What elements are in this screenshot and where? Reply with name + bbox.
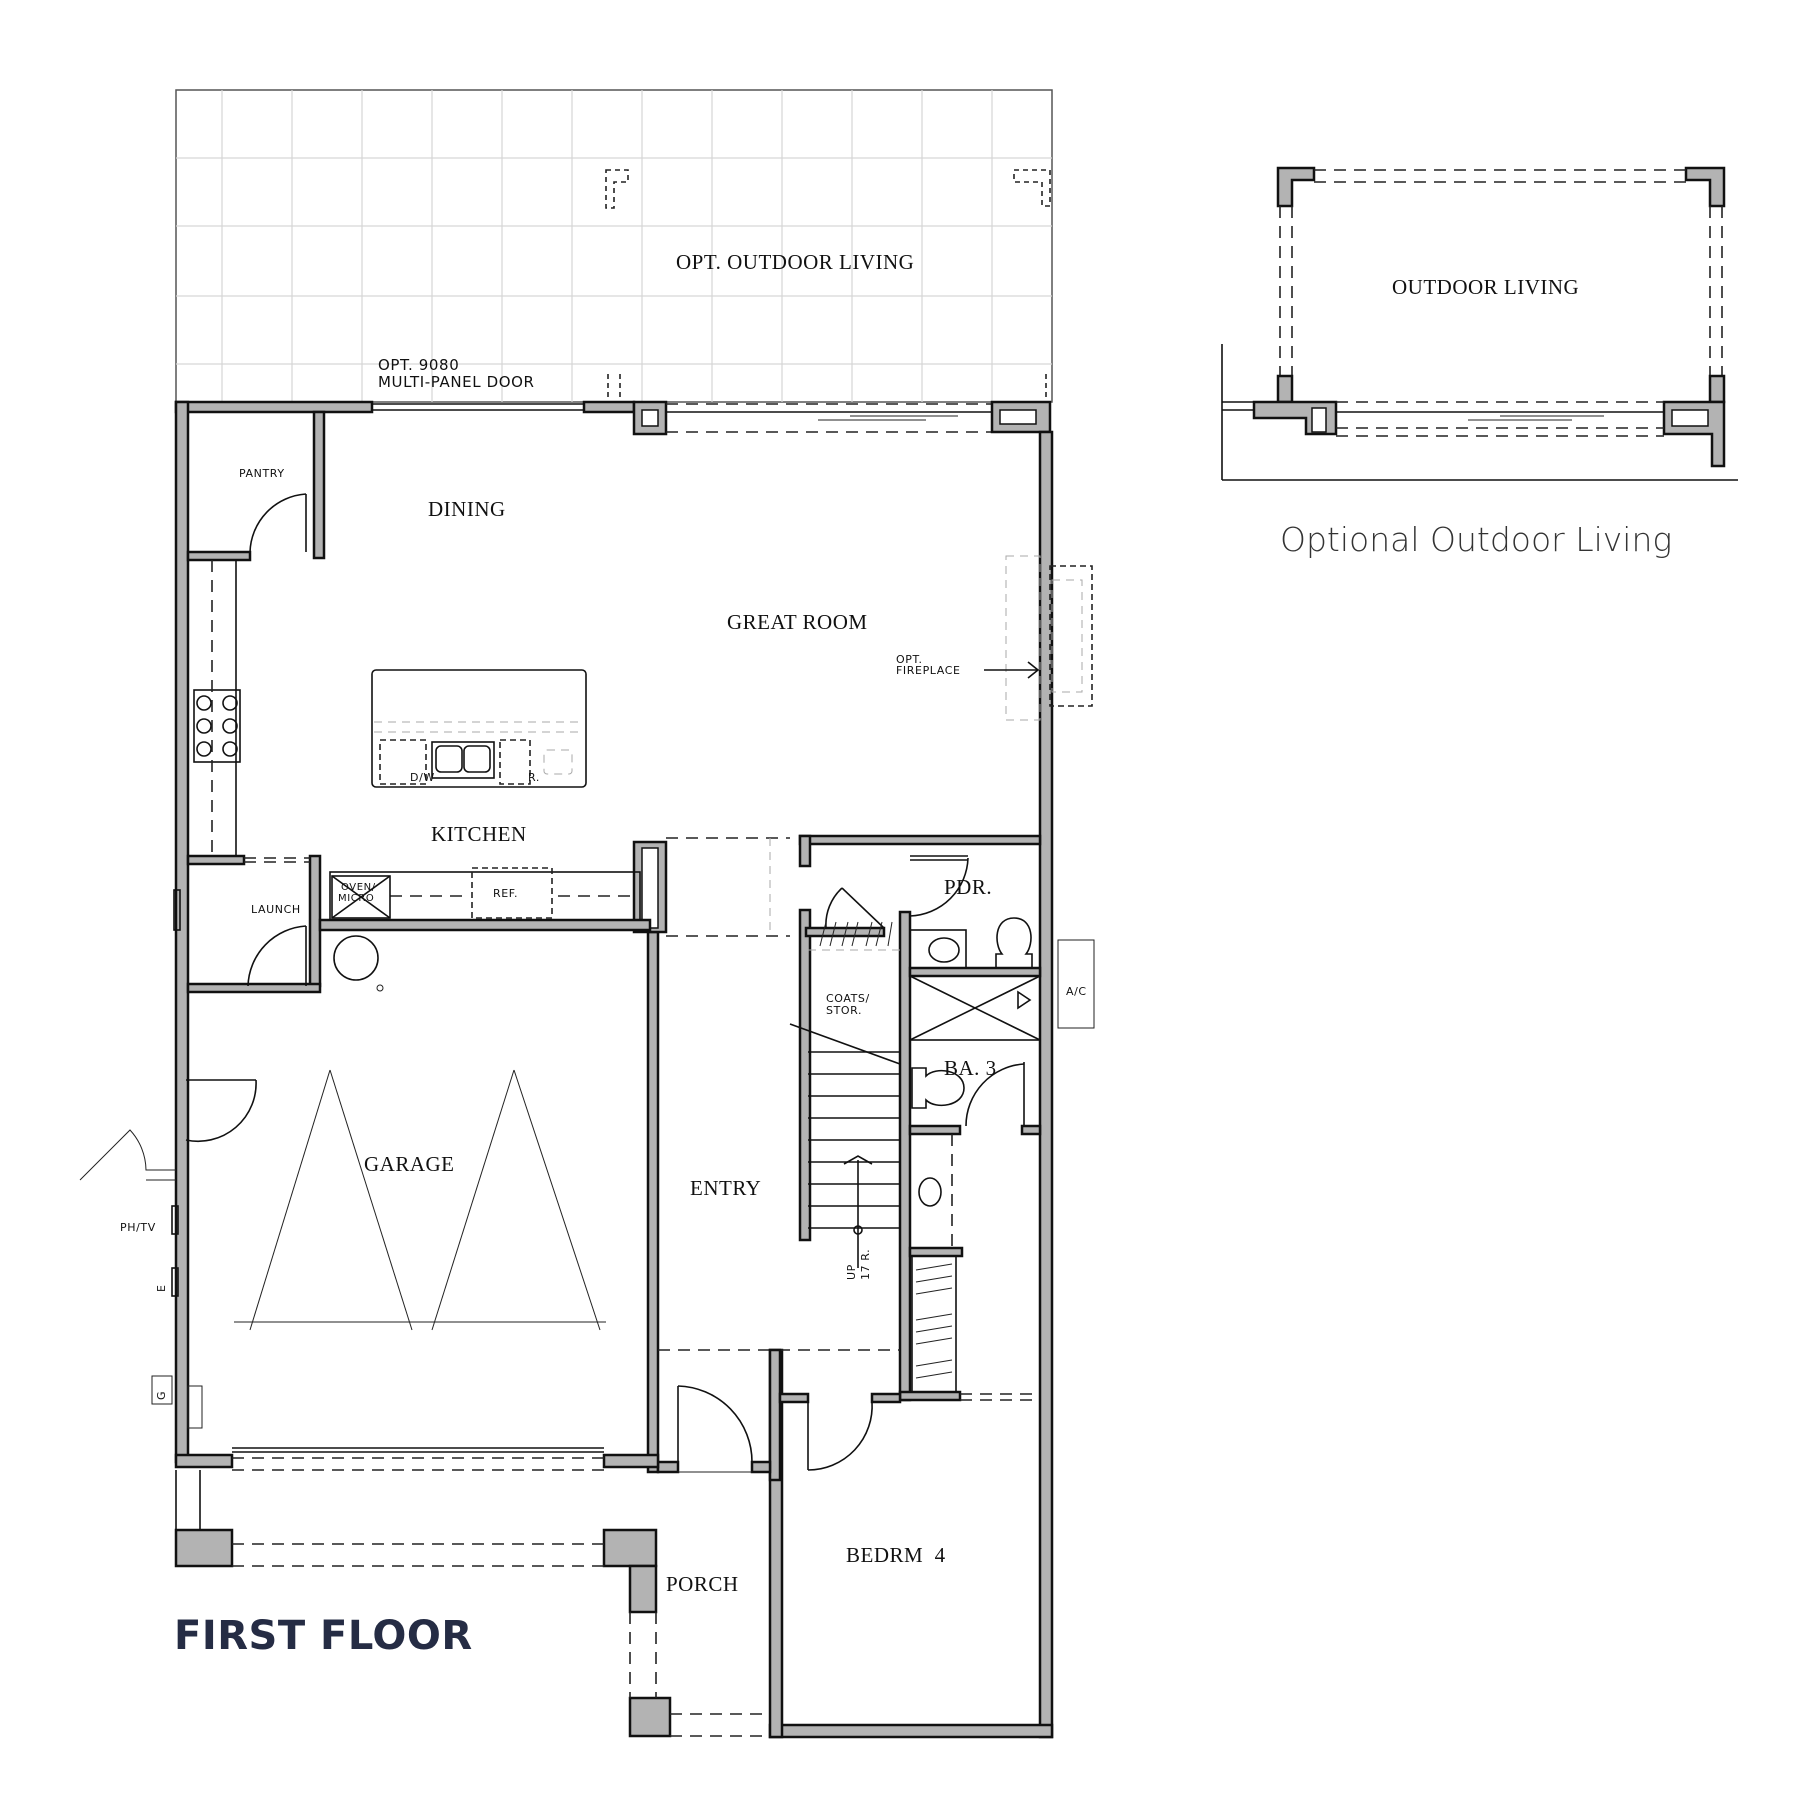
room-label-garage: GARAGE [364, 1152, 455, 1176]
exterior-walls [174, 400, 1054, 1739]
room-label-ba3: BA. 3 [944, 1056, 997, 1080]
label-oven-micro-line2: MICRO [338, 893, 375, 904]
note-opt-fireplace-line1: OPT. [896, 653, 923, 666]
label-gas: G [155, 1390, 168, 1400]
note-multi-panel-door-line1: OPT. 9080 [378, 356, 460, 374]
room-label-opt-outdoor-living: OPT. OUTDOOR LIVING [676, 250, 915, 274]
room-label-kitchen: KITCHEN [431, 822, 527, 846]
outdoor-living-grid [175, 89, 1053, 403]
label-coats-stor-line1: COATS/ [826, 992, 870, 1005]
label-ref: REF. [493, 887, 519, 900]
room-label-pdr: PDR. [944, 875, 993, 899]
label-pantry: PANTRY [239, 467, 285, 480]
room-label-dining: DINING [428, 497, 506, 521]
label-range: R. [528, 771, 540, 784]
label-oven-micro-line1: OVEN/ [341, 882, 376, 893]
label-launch: LAUNCH [251, 903, 301, 916]
inset-caption: Optional Outdoor Living [1280, 520, 1673, 559]
plan-title: FIRST FLOOR [174, 1613, 473, 1659]
label-electric: E [155, 1284, 168, 1292]
label-stair-risers: 17 R. [859, 1248, 872, 1280]
label-ac: A/C [1066, 985, 1087, 998]
label-ph-tv: PH/TV [120, 1221, 156, 1234]
room-label-outdoor-living: OUTDOOR LIVING [1392, 275, 1580, 299]
label-coats-stor-line2: STOR. [826, 1004, 863, 1017]
room-label-great-room: GREAT ROOM [727, 610, 868, 634]
label-dishwasher: D/W [410, 771, 435, 784]
room-label-entry: ENTRY [690, 1176, 762, 1200]
optional-outdoor-living-inset [1221, 166, 1738, 481]
room-label-porch: PORCH [666, 1572, 739, 1596]
note-opt-fireplace-line2: FIREPLACE [896, 664, 961, 677]
room-label-bedrm4: BEDRM 4 [846, 1543, 946, 1567]
label-stair-up: UP [845, 1264, 858, 1280]
interior-walls [79, 410, 1095, 1738]
note-multi-panel-door-line2: MULTI-PANEL DOOR [378, 373, 535, 391]
